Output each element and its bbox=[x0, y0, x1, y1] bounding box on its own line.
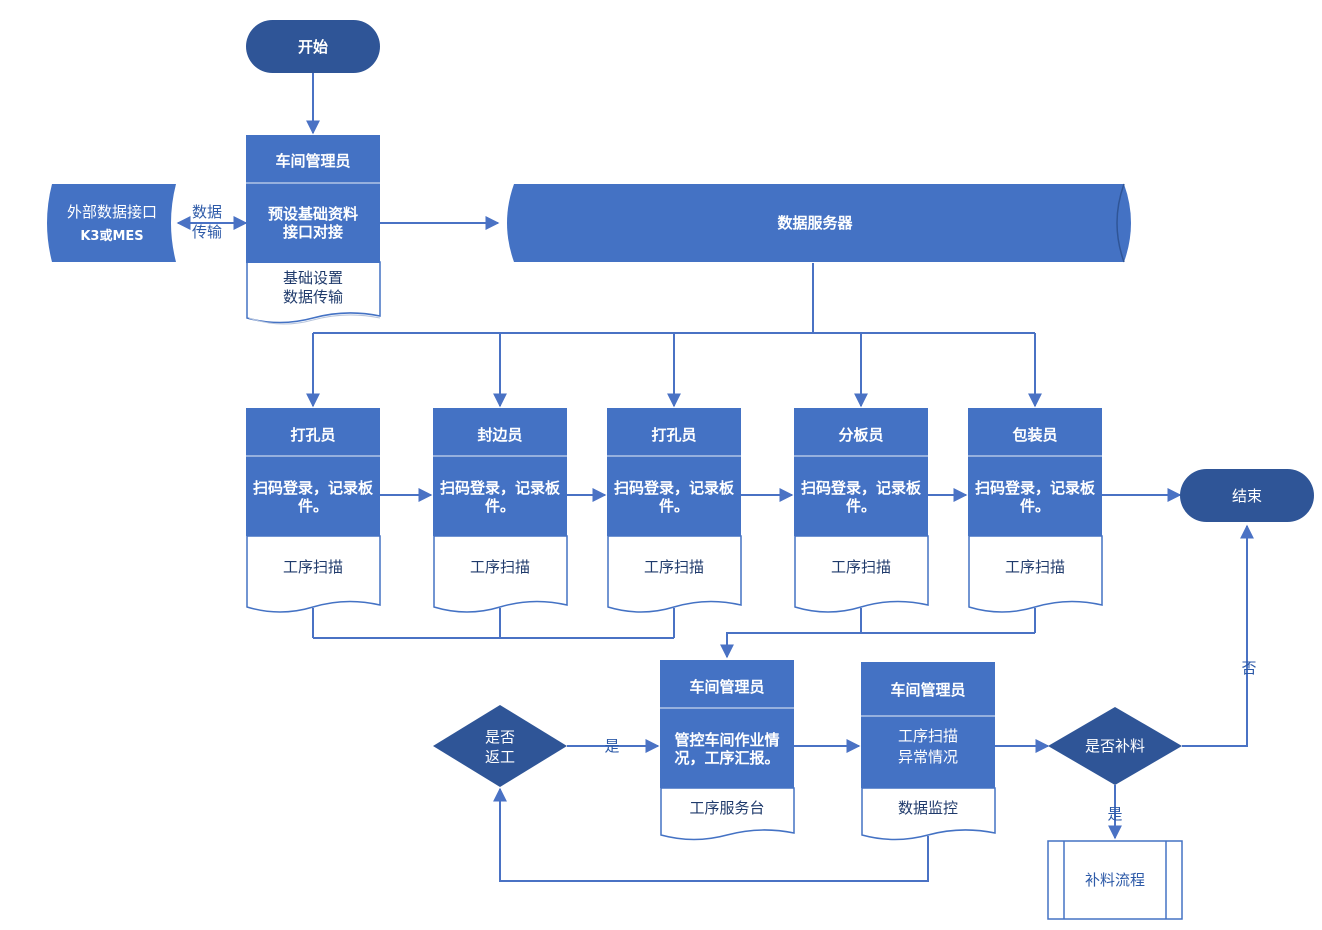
station-5-role: 包装员 bbox=[1012, 426, 1057, 444]
station-1-role: 打孔员 bbox=[290, 426, 335, 444]
station-5-doc-label: 工序扫描 bbox=[1005, 558, 1065, 576]
station-5-doc bbox=[968, 535, 1103, 613]
admin-control-doc-label: 工序服务台 bbox=[689, 799, 764, 817]
external-interface[interactable]: 外部数据接口 K3或MES bbox=[47, 184, 176, 262]
supply-process-label: 补料流程 bbox=[1085, 871, 1145, 889]
external-line2: K3或MES bbox=[80, 228, 143, 244]
admin-monitor-task-line1: 工序扫描 bbox=[898, 727, 958, 745]
station-3-task-line1: 扫码登录，记录板 bbox=[614, 479, 735, 497]
admin-control-box[interactable]: 车间管理员 管控车间作业情 况，工序汇报。 工序服务台 bbox=[660, 660, 795, 841]
station-2-task-line1: 扫码登录，记录板 bbox=[440, 479, 561, 497]
station-2-doc bbox=[433, 535, 568, 613]
station-4-role: 分板员 bbox=[838, 426, 883, 444]
admin-monitor-doc bbox=[861, 787, 996, 841]
start-label: 开始 bbox=[298, 38, 328, 56]
station-3-role: 打孔员 bbox=[651, 426, 696, 444]
admin-control-task-line2: 况，工序汇报。 bbox=[674, 749, 779, 767]
admin-monitor-role: 车间管理员 bbox=[890, 681, 965, 699]
decision-supply-label: 是否补料 bbox=[1085, 737, 1145, 755]
end-label: 结束 bbox=[1232, 487, 1262, 505]
admin-top-task-line2: 接口对接 bbox=[283, 223, 343, 241]
connectors bbox=[176, 73, 1254, 882]
station-5-task-line2: 件。 bbox=[1020, 497, 1050, 515]
collect-bus-right bbox=[720, 632, 1035, 659]
decision-rework-line1: 是否 bbox=[485, 728, 515, 746]
decision-rework[interactable]: 是否 返工 bbox=[433, 705, 567, 787]
admin-top-doc-line2: 数据传输 bbox=[283, 288, 343, 306]
supply-process-box[interactable]: 补料流程 bbox=[1047, 840, 1183, 920]
station-3[interactable]: 打孔员 扫码登录，记录板 件。 工序扫描 bbox=[607, 408, 742, 613]
admin-monitor-doc-label: 数据监控 bbox=[898, 799, 958, 817]
station-3-doc bbox=[607, 535, 742, 613]
station-4-doc bbox=[794, 535, 929, 613]
station-4[interactable]: 分板员 扫码登录，记录板 件。 工序扫描 bbox=[794, 408, 929, 613]
external-line1: 外部数据接口 bbox=[67, 203, 157, 221]
rework-yes-label: 是 bbox=[604, 737, 619, 755]
station-4-doc-label: 工序扫描 bbox=[831, 558, 891, 576]
supply-yes-label: 是 bbox=[1107, 805, 1122, 823]
admin-control-task-line1: 管控车间作业情 bbox=[674, 731, 779, 749]
admin-control-role: 车间管理员 bbox=[689, 678, 764, 696]
station-1-task-line2: 件。 bbox=[298, 497, 328, 515]
station-5-task-line1: 扫码登录，记录板 bbox=[975, 479, 1096, 497]
admin-control-doc bbox=[660, 787, 795, 841]
server-distribution-line bbox=[313, 263, 814, 334]
arrow-monitor-to-rework bbox=[493, 787, 929, 882]
admin-top-task-line1: 预设基础资料 bbox=[268, 205, 358, 223]
admin-top-box[interactable]: 车间管理员 预设基础资料 接口对接 基础设置 数据传输 bbox=[246, 135, 381, 325]
supply-no-label: 否 bbox=[1241, 659, 1256, 677]
station-2-doc-label: 工序扫描 bbox=[470, 558, 530, 576]
station-2-task-line2: 件。 bbox=[485, 497, 515, 515]
admin-monitor-task-line2: 异常情况 bbox=[898, 748, 958, 766]
start-node[interactable]: 开始 bbox=[246, 20, 380, 73]
station-4-task-line2: 件。 bbox=[846, 497, 876, 515]
station-1[interactable]: 打孔员 扫码登录，记录板 件。 工序扫描 bbox=[246, 408, 381, 613]
station-1-doc bbox=[246, 535, 381, 613]
server-label: 数据服务器 bbox=[777, 214, 853, 232]
admin-top-role: 车间管理员 bbox=[275, 152, 350, 170]
arrow-supply-no-to-end bbox=[1182, 524, 1254, 747]
decision-supply[interactable]: 是否补料 bbox=[1048, 707, 1182, 785]
station-2[interactable]: 封边员 扫码登录，记录板 件。 工序扫描 bbox=[433, 408, 568, 613]
end-node[interactable]: 结束 bbox=[1180, 469, 1314, 522]
transfer-label-line2: 传输 bbox=[192, 223, 222, 241]
station-4-task-line1: 扫码登录，记录板 bbox=[801, 479, 922, 497]
admin-top-doc-line1: 基础设置 bbox=[283, 269, 343, 287]
transfer-label-line1: 数据 bbox=[192, 203, 222, 221]
admin-monitor-box[interactable]: 车间管理员 工序扫描 异常情况 数据监控 bbox=[861, 662, 996, 841]
decision-rework-line2: 返工 bbox=[485, 748, 515, 766]
station-2-role: 封边员 bbox=[477, 426, 522, 444]
station-5[interactable]: 包装员 扫码登录，记录板 件。 工序扫描 bbox=[968, 408, 1103, 613]
admin-top-doc bbox=[246, 261, 381, 324]
station-1-task-line1: 扫码登录，记录板 bbox=[253, 479, 374, 497]
data-server[interactable]: 数据服务器 bbox=[507, 183, 1131, 263]
station-1-doc-label: 工序扫描 bbox=[283, 558, 343, 576]
station-3-task-line2: 件。 bbox=[659, 497, 689, 515]
station-3-doc-label: 工序扫描 bbox=[644, 558, 704, 576]
